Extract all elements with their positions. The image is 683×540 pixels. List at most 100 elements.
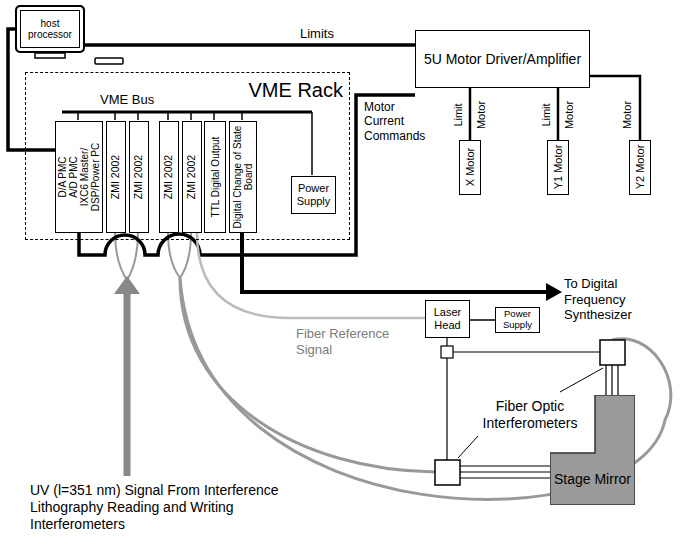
zmi-board: ZMI 2002 bbox=[129, 121, 149, 233]
processor-board: D/A PMCA/D PMCIXC6 Master/ DSP/Power PC bbox=[55, 121, 103, 233]
cable-line bbox=[469, 88, 472, 140]
board-label: ZMI 2002 bbox=[133, 154, 145, 198]
ttl-output-board: TTL Digital Output bbox=[204, 121, 226, 233]
leader-line bbox=[458, 436, 478, 458]
laser-head-box: Laser Head bbox=[425, 300, 470, 338]
host-monitor: host processor bbox=[15, 5, 85, 53]
rotated-text: TTL Digital Output bbox=[205, 124, 225, 230]
power-supply-box: Power Supply bbox=[291, 176, 336, 214]
cable-line bbox=[85, 43, 415, 47]
cable-line bbox=[197, 233, 425, 318]
destination-note: To Digital Frequency Synthesizer bbox=[564, 276, 680, 323]
box-content: 5U Motor Driver/Amplifier bbox=[416, 31, 589, 87]
box-label: Power Supply bbox=[294, 182, 333, 207]
board-label: IXC6 Master/ DSP/Power PC bbox=[79, 124, 101, 230]
zmi-board: ZMI 2002 bbox=[182, 121, 202, 233]
beam bbox=[605, 365, 606, 395]
box-content: Power Supply bbox=[292, 177, 335, 213]
cable-label: Motor Current Commands bbox=[364, 100, 424, 143]
rotated-text: Y2 Motor bbox=[630, 143, 650, 192]
beam bbox=[460, 477, 550, 478]
bus-tap bbox=[167, 112, 169, 120]
board-label: ZMI 2002 bbox=[110, 154, 122, 198]
board-label: Digital Change of State Board bbox=[232, 124, 254, 230]
monitor-base bbox=[35, 53, 65, 58]
keyboard bbox=[95, 58, 123, 64]
monitor-label: host processor bbox=[19, 18, 81, 41]
box-content: Laser Head bbox=[426, 301, 469, 337]
bus-tap bbox=[190, 112, 192, 120]
board-label: TTL Digital Output bbox=[209, 136, 220, 217]
rotated-text: Y1 Motor bbox=[548, 143, 568, 192]
interferometer bbox=[600, 340, 625, 365]
cable-line bbox=[557, 88, 560, 140]
mirror-label: Stage Mirror bbox=[554, 471, 631, 487]
beam bbox=[617, 365, 618, 395]
signal-name: Motor bbox=[621, 101, 634, 129]
box-label: Power Supply bbox=[498, 309, 537, 331]
power-supply-box: Power Supply bbox=[495, 307, 540, 333]
bus-tap bbox=[137, 112, 139, 120]
cable-connector bbox=[470, 320, 495, 321]
beam-splitter bbox=[441, 346, 453, 358]
board-label: A/D PMC bbox=[68, 156, 79, 198]
rotated-text: ZMI 2002 bbox=[130, 124, 148, 230]
board-label: X Motor bbox=[463, 148, 475, 187]
motor-box: Y1 Motor bbox=[547, 140, 569, 195]
board-label: ZMI 2002 bbox=[163, 154, 175, 198]
cable-line bbox=[470, 319, 495, 321]
rotated-text: Digital Change of State Board bbox=[230, 124, 256, 230]
motor-driver-box: 5U Motor Driver/Amplifier bbox=[415, 30, 590, 88]
leader-line bbox=[560, 368, 603, 392]
signal-name: Limit bbox=[452, 103, 465, 126]
fiber-bundle bbox=[180, 278, 435, 472]
synthesizer-cable bbox=[242, 232, 548, 292]
cable-connector bbox=[590, 76, 640, 140]
zmi-board: ZMI 2002 bbox=[106, 121, 126, 233]
laser-beam bbox=[453, 351, 600, 352]
synthesizer-arrowhead bbox=[546, 283, 562, 301]
bus-tap bbox=[114, 112, 116, 120]
vme-rack: VME RackD/A PMCA/D PMCIXC6 Master/ DSP/P… bbox=[25, 72, 350, 240]
vme-bus-line bbox=[62, 111, 312, 114]
bus-tap bbox=[241, 112, 243, 120]
rotated-text: ZMI 2002 bbox=[160, 124, 178, 230]
screen: host processor bbox=[17, 7, 83, 51]
cable-connector bbox=[470, 88, 471, 140]
uv-arrowhead bbox=[114, 276, 140, 294]
fiber bbox=[180, 232, 191, 278]
bus-tap bbox=[311, 112, 313, 175]
motor-box: X Motor bbox=[459, 140, 481, 195]
box-label: Laser Head bbox=[428, 306, 467, 331]
signal-note: UV (l=351 nm) Signal From Interference L… bbox=[30, 482, 312, 532]
board-label: ZMI 2002 bbox=[186, 154, 198, 198]
change-of-state-board: Digital Change of State Board bbox=[229, 121, 257, 233]
rotated-text: ZMI 2002 bbox=[183, 124, 201, 230]
bus-label: VME Bus bbox=[100, 92, 180, 108]
cable-connector bbox=[85, 45, 415, 46]
cable-line bbox=[590, 76, 640, 140]
beam bbox=[611, 365, 612, 395]
fiber bbox=[168, 232, 180, 278]
interferometer bbox=[435, 460, 460, 485]
board-label: D/A PMC bbox=[57, 156, 68, 197]
box-content: Power Supply bbox=[496, 308, 539, 332]
signal-name: Motor bbox=[475, 101, 488, 129]
beam bbox=[460, 465, 550, 466]
signal-name: Limit bbox=[540, 103, 553, 126]
rotated-text: X Motor bbox=[460, 143, 480, 192]
motor-box: Y2 Motor bbox=[629, 140, 651, 195]
board-label: Y2 Motor bbox=[633, 145, 645, 190]
mirror-text-area: Stage Mirror bbox=[550, 453, 635, 505]
zmi-board: ZMI 2002 bbox=[159, 121, 179, 233]
cable-connector bbox=[197, 233, 425, 318]
signal-name: Motor bbox=[563, 101, 576, 129]
beam bbox=[460, 471, 550, 472]
cable-label: Limits bbox=[300, 26, 360, 42]
bus-tap bbox=[213, 112, 215, 120]
callout-label: Fiber Optic Interferometers bbox=[470, 398, 590, 432]
box-label: 5U Motor Driver/Amplifier bbox=[424, 51, 581, 67]
rack-title: VME Rack bbox=[249, 79, 343, 102]
rotated-text: ZMI 2002 bbox=[107, 124, 125, 230]
uv-signal-arrow bbox=[124, 292, 131, 476]
